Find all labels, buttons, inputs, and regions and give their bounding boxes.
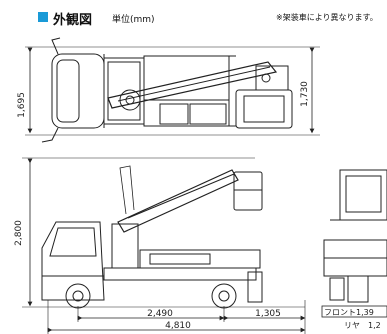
title-square-icon — [38, 12, 48, 22]
dim-front-track: フロント1,39 — [324, 308, 374, 317]
header: 外観図 単位(mm) ※架装車により異なります。 — [0, 0, 387, 40]
dim-wheelbase: 2,490 — [147, 309, 173, 319]
side-view — [22, 157, 305, 309]
unit-label: 単位(mm) — [112, 15, 155, 25]
page-title: 外観図 — [53, 13, 93, 28]
rear-view — [323, 169, 387, 303]
note-text: ※架装車により異なります。 — [276, 13, 378, 22]
dim-overall-length: 4,810 — [165, 321, 191, 331]
dim-side-height: 2,800 — [14, 220, 24, 246]
top-view — [25, 37, 320, 143]
dim-rear-overhang: 1,305 — [255, 309, 281, 319]
dim-top-width: 1,695 — [17, 92, 27, 118]
bottom-dimensions — [47, 300, 306, 334]
dim-rear-track: リヤ 1,2 — [344, 321, 381, 330]
dim-top-right-width: 1,730 — [300, 81, 310, 107]
